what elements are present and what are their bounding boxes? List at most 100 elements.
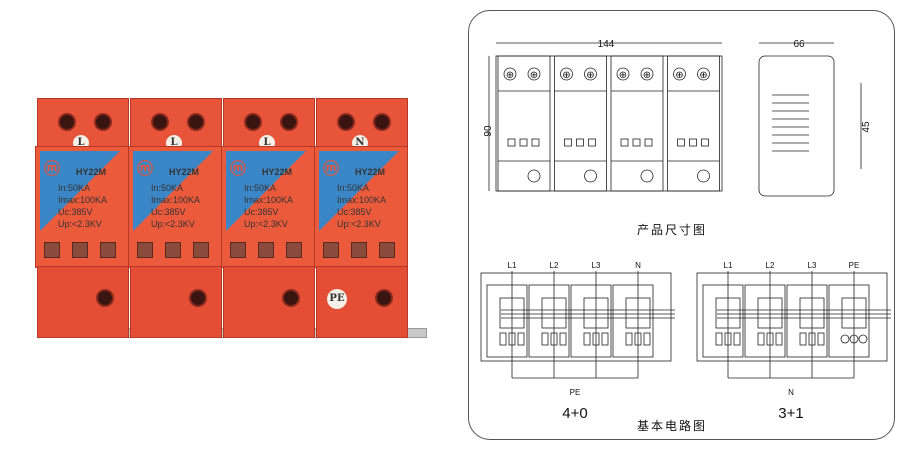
varistor-icon [559, 332, 567, 346]
circuit-enclosure [480, 272, 672, 362]
disconnector [625, 297, 651, 329]
status-window [677, 138, 685, 147]
side-view-outline [758, 55, 835, 197]
status-window [44, 242, 60, 258]
varistor-icon [625, 332, 633, 346]
line-label: L1 [724, 261, 733, 270]
line-label: N [635, 261, 641, 270]
screw-icon [560, 67, 573, 81]
common-label: N [788, 388, 794, 397]
spec-text: Uc:385V [58, 207, 93, 217]
line-label: L2 [550, 261, 559, 270]
status-window [100, 242, 116, 258]
screw-icon: ⊕ [643, 70, 651, 81]
status-window [258, 242, 274, 258]
screw-icon: ⊕ [675, 70, 683, 81]
module-base: PE [316, 266, 408, 338]
front-module [667, 55, 720, 192]
front-module [610, 55, 664, 192]
disconnector [541, 297, 567, 329]
front-view-outline [495, 55, 723, 192]
status-window [165, 242, 181, 258]
screw-icon [584, 67, 597, 81]
model-label: HY22M [355, 167, 386, 177]
module-base [223, 266, 315, 338]
module-block [486, 284, 528, 358]
varistor-icon [541, 332, 549, 346]
status-window [137, 242, 153, 258]
logo-triangle [40, 151, 120, 231]
screw-hole [187, 113, 205, 131]
screw-hole [96, 289, 114, 307]
status-window [588, 138, 596, 147]
status-window [519, 138, 528, 147]
module-base [130, 266, 222, 338]
disconnector [841, 297, 867, 329]
varistor-icon [634, 332, 642, 346]
varistor-icon [508, 332, 516, 346]
side-width-label: 66 [793, 39, 805, 50]
model-label: HY22M [262, 167, 293, 177]
spec-text: Imax:100KA [58, 195, 108, 205]
varistor-icon [550, 332, 558, 346]
logo-triangle [226, 151, 306, 231]
front-height-label: 90 [483, 125, 494, 137]
screw-icon: ⊕ [530, 70, 538, 81]
module-block [570, 284, 612, 358]
disconnector [715, 297, 741, 329]
module-block [612, 284, 654, 358]
status-window [72, 242, 88, 258]
status-window [507, 138, 516, 147]
varistor-icon [775, 332, 783, 346]
gas-discharge-tube-icon [858, 334, 868, 344]
varistor-icon [583, 332, 591, 346]
terminal-block: L [37, 98, 129, 151]
status-window [531, 138, 540, 147]
status-window [701, 138, 709, 147]
varistor-icon [499, 332, 507, 346]
terminal-block: L [130, 98, 222, 151]
screw-icon [616, 67, 630, 81]
screw-hole [58, 113, 76, 131]
spec-text: Up:<2.3KV [58, 219, 102, 229]
status-window [286, 242, 302, 258]
pe-label: PE [327, 289, 347, 309]
terminal-block: L [223, 98, 315, 151]
varistor-icon [724, 332, 732, 346]
screw-hole [280, 113, 298, 131]
status-window [689, 138, 697, 147]
module-block [528, 284, 570, 358]
screw-hole [151, 113, 169, 131]
spec-text: In:50KA [58, 183, 91, 193]
status-window [230, 242, 246, 258]
screw-hole [375, 289, 393, 307]
varistor-icon [592, 332, 600, 346]
line-label: PE [849, 261, 860, 270]
screw-icon: ⊕ [586, 70, 594, 81]
line-label: L2 [766, 261, 775, 270]
spec-text: Imax:100KA [151, 195, 201, 205]
model-label: HY22M [169, 167, 200, 177]
disconnector [799, 297, 825, 329]
front-module [554, 55, 607, 192]
varistor-icon [643, 332, 651, 346]
screw-icon: ⊕ [699, 70, 707, 81]
screw-icon [640, 169, 654, 183]
spec-text: Imax:100KA [244, 195, 294, 205]
screw-icon [503, 67, 517, 81]
brand-logo-icon: ⓜ [44, 159, 61, 178]
logo-triangle [133, 151, 213, 231]
varistor-icon [766, 332, 774, 346]
status-window [644, 138, 653, 147]
status-window [193, 242, 209, 258]
model-label: HY22M [76, 167, 107, 177]
varistor-icon [733, 332, 741, 346]
spec-text: Up:<2.3KV [244, 219, 288, 229]
screw-icon [697, 67, 710, 81]
status-window [632, 138, 641, 147]
disconnector [499, 297, 525, 329]
